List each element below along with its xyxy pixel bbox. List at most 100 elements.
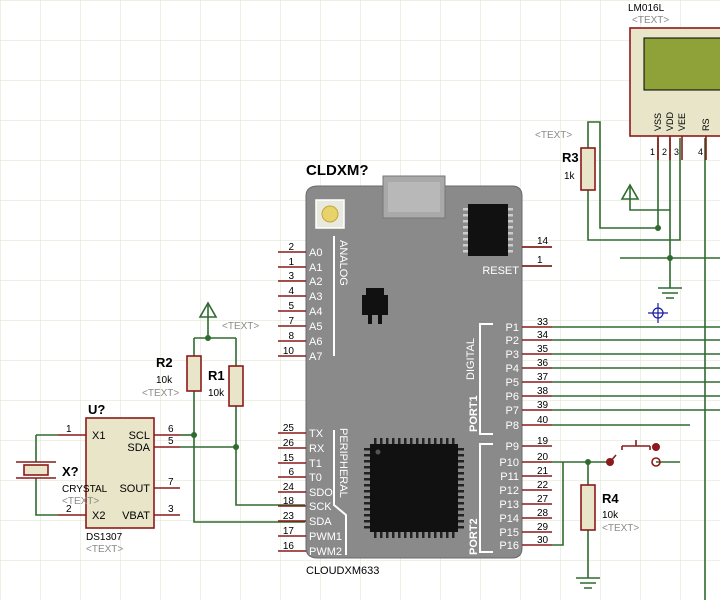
board-pin-number: 30 (537, 535, 549, 546)
peripheral-section-label: PERIPHERAL (337, 428, 349, 498)
board-pin-number: 1 (537, 255, 543, 266)
board-pin-number: 4 (288, 286, 294, 297)
board-pin-name: P6 (506, 391, 519, 403)
board-pin-number: 39 (537, 400, 549, 411)
crystal-ref-label: X? (62, 464, 79, 479)
rtc-pin-name: VBAT (122, 510, 150, 522)
rtc-pin-number: 3 (168, 504, 174, 515)
wire-power-rail (193, 303, 237, 366)
lcd-pin-number: 1 (650, 147, 655, 157)
power-text-placeholder: <TEXT> (222, 321, 259, 332)
board-pin-number: 21 (537, 466, 549, 477)
power-arrow-icon (198, 301, 218, 318)
board-pin-number: 8 (288, 331, 294, 342)
board-pin-number: 25 (283, 423, 295, 434)
board-pin-number: 28 (537, 508, 549, 519)
rtc-pin-name: SCL (129, 430, 150, 442)
wire-crystal-x1 (35, 434, 58, 462)
wire-port1-bus (552, 326, 720, 426)
junction-dot (667, 255, 673, 261)
crystal-component[interactable] (16, 461, 56, 479)
board-pin-name: SDA (309, 516, 332, 528)
board-pin-number: 19 (537, 436, 549, 447)
r3-ref-label: R3 (562, 150, 579, 165)
board-pin-number: 3 (288, 271, 294, 282)
board-pin-number: 34 (537, 330, 549, 341)
mcu-chip-icon (364, 438, 464, 538)
board-pin-number: 35 (537, 344, 549, 355)
resistor-r2[interactable] (186, 355, 202, 392)
lcd-text-placeholder: <TEXT> (632, 15, 669, 26)
r1-value-label: 10k (208, 388, 225, 399)
digital-section-label: DIGITAL (465, 338, 477, 380)
board-ref-label: CLDXM? (306, 162, 369, 179)
board-pin-name: P2 (506, 335, 519, 347)
board-pin-name: T0 (309, 472, 322, 484)
board-pin-number: 37 (537, 372, 549, 383)
board-pin-number: 22 (537, 480, 549, 491)
lcd-pin-number: 3 (674, 147, 679, 157)
ground-r4-icon (576, 572, 600, 589)
board-pin-number: 38 (537, 386, 549, 397)
board-part-label: CLOUDXM633 (306, 565, 379, 577)
wire-r3-bottom (587, 138, 681, 241)
labels: CLDXM? CLOUDXM633 ANALOG PERIPHERAL DIGI… (62, 3, 669, 577)
crystal-text-placeholder: <TEXT> (62, 496, 99, 507)
push-button[interactable] (606, 440, 661, 467)
board-pin-name: P1 (506, 322, 519, 334)
board-pin-name: P10 (499, 457, 519, 469)
wire-lcd-vss (587, 121, 659, 229)
board-pin-number: 10 (283, 346, 295, 357)
board-pin-name: A5 (309, 321, 322, 333)
board-pin-number: 27 (537, 494, 549, 505)
board-pin-number: 40 (537, 415, 549, 426)
board-pin-name: SCK (309, 501, 332, 513)
r3-value-label: 1k (564, 171, 576, 182)
port2-label: PORT2 (468, 518, 480, 555)
board-pin-name: P9 (506, 441, 519, 453)
board-pin-number: 33 (537, 317, 549, 328)
small-ic-chip-icon (463, 204, 513, 256)
board-pin-name: P13 (499, 499, 519, 511)
r3-text-placeholder: <TEXT> (535, 130, 572, 141)
board-pin-name: SDO (309, 487, 333, 499)
board-pin-number: 14 (537, 236, 549, 247)
crystal-part-label: CRYSTAL (62, 484, 108, 495)
board-pin-name: P3 (506, 349, 519, 361)
resistor-r4[interactable] (580, 484, 596, 531)
lcd-pin-name: VDD (665, 111, 675, 131)
board-pin-number: 1 (288, 257, 294, 268)
reset-button-icon[interactable] (315, 199, 345, 229)
ground-icon (658, 275, 682, 299)
board-pin-name: P12 (499, 485, 519, 497)
rtc-pin-name: SDA (127, 442, 150, 454)
junction-dot (205, 335, 211, 341)
resistor-r3[interactable] (580, 147, 596, 191)
rtc-pin-number: 2 (66, 504, 72, 515)
power-symbols (198, 183, 682, 589)
board-pin-number: 36 (537, 358, 549, 369)
board-pin-name: P11 (500, 471, 519, 483)
rtc-pin-number: 7 (168, 477, 174, 488)
board-pin-number: 17 (283, 526, 295, 537)
board-pin-number: 18 (283, 496, 295, 507)
board-pin-number: 23 (283, 511, 295, 522)
lcd-ref-label: LM016L (628, 3, 665, 14)
board-pin-name: A6 (309, 336, 322, 348)
junction-dot (655, 225, 661, 231)
board-pin-number: 29 (537, 522, 549, 533)
resistor-r1[interactable] (228, 365, 244, 407)
board-pin-number: 2 (288, 242, 294, 253)
r2-ref-label: R2 (156, 355, 173, 370)
r2-value-label: 10k (156, 375, 173, 386)
board-pin-name: P8 (506, 420, 519, 432)
board-pin-name: A1 (309, 262, 322, 274)
board-pin-name: A3 (309, 291, 322, 303)
